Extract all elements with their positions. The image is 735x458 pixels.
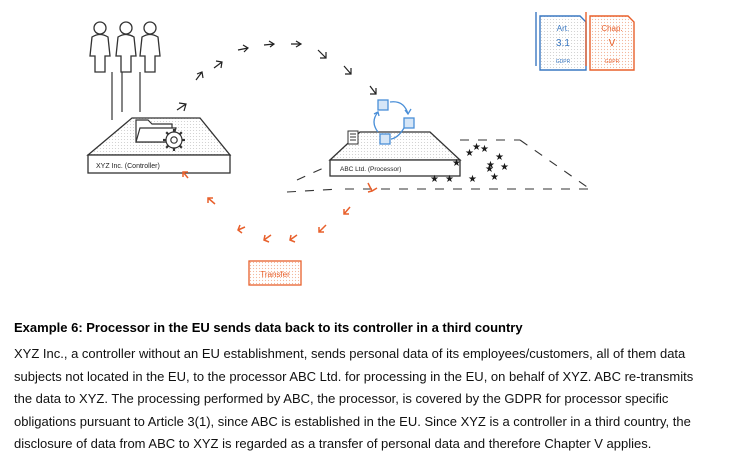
- transfer-tag: Transfer: [248, 260, 302, 286]
- svg-text:★: ★: [490, 172, 499, 183]
- processor-platform: ABC Ltd. (Processor): [328, 131, 462, 177]
- example-body-line: the data to XYZ. The processing performe…: [14, 391, 669, 407]
- example-body-line: obligations pursuant to Article 3(1), si…: [14, 413, 691, 429]
- svg-text:★: ★: [472, 142, 481, 153]
- svg-text:★: ★: [468, 174, 477, 185]
- chapter-tag-line2: V: [609, 38, 616, 49]
- transfer-arrows: [182, 171, 378, 243]
- diagram: XYZ Inc. (Controller): [86, 12, 635, 286]
- svg-text:★: ★: [500, 162, 509, 173]
- svg-text:★: ★: [485, 164, 494, 175]
- transfer-label: Transfer: [260, 270, 290, 279]
- controller-label: XYZ Inc. (Controller): [96, 163, 160, 170]
- svg-text:★: ★: [452, 158, 461, 169]
- chapter-v-tag: Chap. V GDPR: [585, 12, 635, 71]
- data-flow-arrows: [176, 40, 377, 112]
- processing-cycle-icon: [373, 99, 415, 145]
- svg-text:★: ★: [430, 174, 439, 185]
- example-body-line: disclosure of data from ABC to XYZ is re…: [14, 436, 652, 452]
- processor-label: ABC Ltd. (Processor): [340, 166, 401, 173]
- people-icon: [89, 21, 161, 73]
- eu-territory-outline: [286, 139, 591, 193]
- svg-text:★: ★: [480, 144, 489, 155]
- svg-text:★: ★: [465, 148, 474, 159]
- article-3-1-tag: Art. 3.1 GDPR: [535, 12, 587, 71]
- article-tag-line2: 3.1: [556, 38, 570, 49]
- example-title: Example 6: Processor in the EU sends dat…: [14, 320, 523, 335]
- example-body-line: XYZ Inc., a controller without an EU est…: [14, 346, 686, 361]
- svg-text:★: ★: [445, 174, 454, 185]
- gear-icon: [163, 129, 185, 151]
- eu-stars-icon: ★ ★ ★ ★ ★ ★ ★ ★ ★ ★ ★ ★: [430, 142, 509, 185]
- example-body-line: subjects not located in the EU, to the p…: [14, 368, 694, 384]
- chapter-tag-line1: Chap.: [601, 24, 622, 33]
- chapter-tag-line3: GDPR: [605, 59, 620, 65]
- svg-text:★: ★: [486, 160, 495, 171]
- article-tag-line3: GDPR: [556, 59, 571, 65]
- example-body: XYZ Inc., a controller without an EU est…: [14, 343, 724, 456]
- article-tag-line1: Art.: [557, 24, 569, 33]
- document-icon: [347, 130, 359, 145]
- svg-text:★: ★: [495, 152, 504, 163]
